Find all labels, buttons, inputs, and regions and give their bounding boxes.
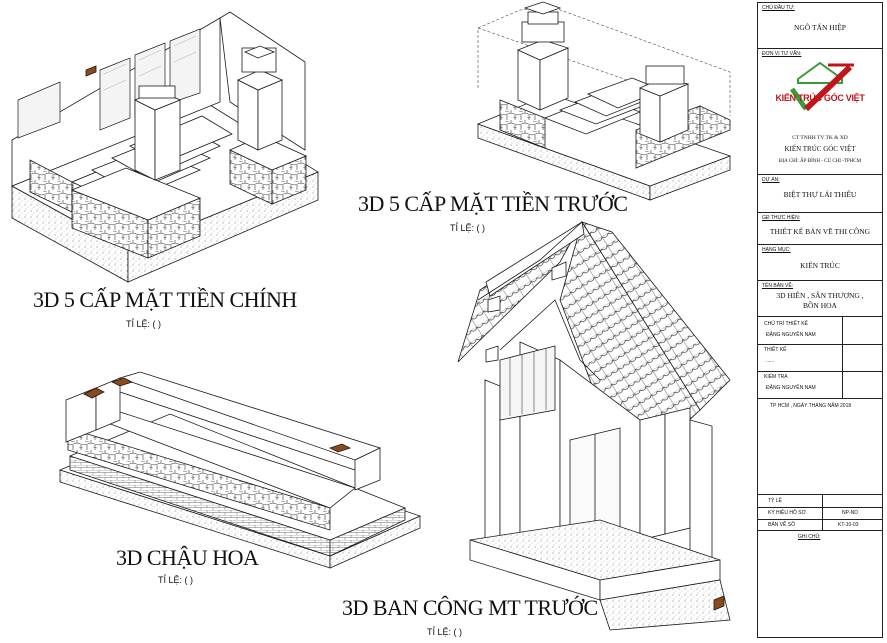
view-scale-balcony: TỈ LỆ: ( ) [427, 627, 463, 637]
title-block: CHỦ ĐẦU TƯ: NGÔ TẤN HIỆP ĐƠN VỊ TƯ VẤN: … [757, 2, 883, 638]
tb-category-row: HẠNG MỤC: KIẾN TRÚC [758, 245, 882, 281]
view-scale-flower-pot: TỈ LỆ: ( ) [158, 575, 194, 585]
tb-category-value: KIẾN TRÚC [800, 261, 840, 270]
tb-investor-label: CHỦ ĐẦU TƯ: [762, 5, 795, 11]
company-logo-icon [789, 61, 854, 112]
tb-company-address: ĐỊA CHỈ: ẤP ĐÌNH - CỦ CHI -TPHCM [778, 159, 862, 164]
tb-signatures: CHỦ TRÌ THIẾT KẾ ĐẶNG NGUYỄN NAM THIẾT K… [758, 317, 882, 399]
tb-lead-name: ĐẶNG NGUYỄN NAM [766, 332, 816, 338]
tb-investor-row: CHỦ ĐẦU TƯ: NGÔ TẤN HIỆP [758, 3, 882, 49]
tb-sheet-label: BẢN VẼ SỐ [768, 522, 795, 528]
tb-consultant-row: ĐƠN VỊ TƯ VẤN: KIẾN TRÚC GÓC VIỆT CT TNH… [758, 49, 882, 175]
tb-project-value: BIỆT THỰ LÁI THIÊU [783, 190, 857, 199]
view-title-balcony: 3D BAN CÔNG MT TRƯỚC [342, 595, 598, 620]
view-title-main-front: 3D 5 CẤP MẶT TIỀN CHÍNH [33, 287, 297, 312]
tb-scale-label: TỶ LỆ [768, 498, 782, 504]
tb-design-name: ...... [766, 358, 775, 364]
tb-drawing-line2: BỒN HOA [803, 301, 837, 310]
tb-project-label: DỰ ÁN: [762, 177, 780, 183]
tb-sheet-value: KT-10-03 [838, 522, 859, 528]
tb-phase-label: GĐ THỰC HIỆN: [762, 215, 801, 221]
company-logo-text: KIẾN TRÚC GÓC VIỆT [775, 93, 865, 103]
tb-company-line2: KIẾN TRÚC GÓC VIỆT [784, 145, 856, 153]
tb-check-name: ĐẶNG NGUYỄN NAM [766, 385, 816, 391]
tb-phase-value: THIẾT KẾ BẢN VẼ THI CÔNG [769, 227, 871, 236]
tb-investor-value: NGÔ TẤN HIỆP [794, 23, 846, 32]
tb-check-label: KIỂM TRA [764, 374, 788, 380]
tb-phase-row: GĐ THỰC HIỆN: THIẾT KẾ BẢN VẼ THI CÔNG [758, 213, 882, 245]
tb-date: TP HCM , NGÀY THÁNG NĂM 2018 [770, 403, 852, 409]
tb-design-label: THIẾT KẾ [764, 347, 787, 353]
view-title-front: 3D 5 CẤP MẶT TIỀN TRƯỚC [358, 191, 628, 216]
tb-lead-label: CHỦ TRÌ THIẾT KẾ [764, 321, 808, 327]
tb-category-label: HẠNG MỤC: [762, 247, 791, 253]
tb-company-line1: CT TNHH TV TK & XD [792, 135, 848, 141]
tb-project-row: DỰ ÁN: BIỆT THỰ LÁI THIÊU [758, 175, 882, 213]
tb-file-value: NP-ND [842, 510, 858, 516]
tb-consultant-label: ĐƠN VỊ TƯ VẤN: [762, 51, 802, 57]
tb-drawing-line1: 3D HIÊN , SÂN THƯỢNG , [776, 291, 864, 300]
view-scale-main-front: TỈ LỆ: ( ) [126, 319, 162, 329]
view-title-flower-pot: 3D CHẬU HOA [116, 545, 259, 570]
tb-meta: TỶ LỆ KÝ HIỆU HỒ SƠ NP-ND BẢN VẼ SỐ KT-1… [758, 495, 882, 531]
tb-drawing-label: TÊN BẢN VẼ: [762, 283, 794, 289]
tb-file-label: KÝ HIỆU HỒ SƠ [768, 510, 806, 516]
tb-drawing-row: TÊN BẢN VẼ: 3D HIÊN , SÂN THƯỢNG , BỒN H… [758, 281, 882, 317]
tb-date-row: TP HCM , NGÀY THÁNG NĂM 2018 [758, 399, 882, 495]
view-scale-front: TỈ LỆ: ( ) [450, 223, 486, 233]
tb-notes-label: GHI CHÚ: [798, 534, 821, 540]
